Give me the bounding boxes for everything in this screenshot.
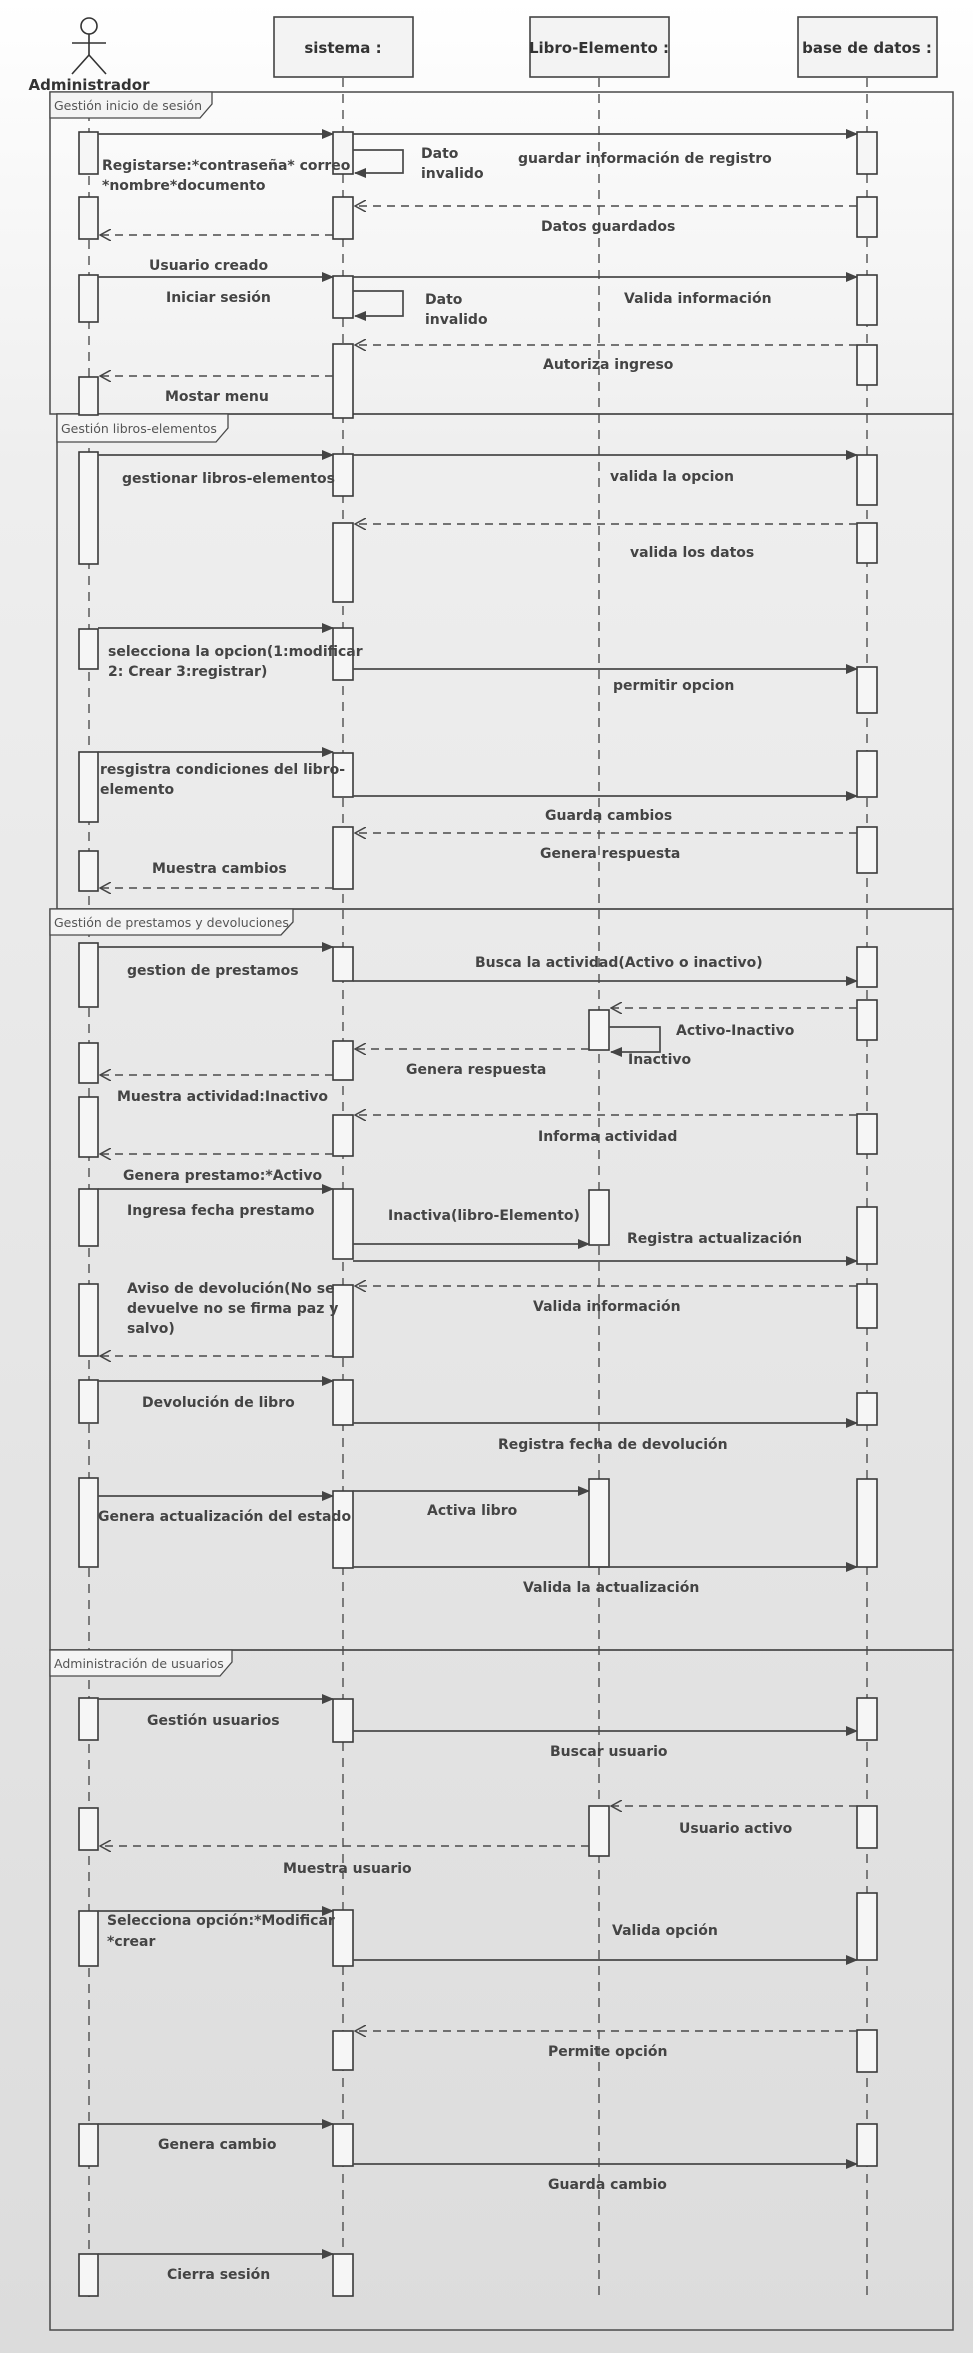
msg-activa-libro: Activa libro xyxy=(427,1503,518,1519)
msg-genera-cambio: Genera cambio xyxy=(158,2137,277,2153)
msg-usuario-activo: Usuario activo xyxy=(679,1821,793,1837)
msg-guarda-cambio: Guarda cambio xyxy=(548,2177,667,2193)
msg-muestra-actividad: Muestra actividad:Inactivo xyxy=(117,1089,328,1105)
msg-datos-guardados: Datos guardados xyxy=(541,219,675,235)
msg-devolucion-libro: Devolución de libro xyxy=(142,1395,295,1411)
participant-bd-box[interactable] xyxy=(797,16,938,78)
msg-selecciona-opcion-usuario: Selecciona opción:*Modificar xyxy=(107,1913,335,1929)
actor-label: Administrador xyxy=(29,76,151,94)
msg-guardar-registro: guardar información de registro xyxy=(518,151,772,167)
msg-valida-informacion-2: Valida información xyxy=(533,1299,681,1315)
msg-registra-condiciones-2: elemento xyxy=(100,782,175,798)
msg-selecciona-opcion-2: 2: Crear 3:registrar) xyxy=(108,664,267,680)
msg-aviso-devolucion-2: devuelve no se firma paz y xyxy=(127,1301,338,1317)
msg-busca-actividad: Busca la actividad(Activo o inactivo) xyxy=(475,955,763,971)
msg-activo-inactivo: Activo-Inactivo xyxy=(676,1023,795,1039)
fragment-inicio-sesion: Gestión inicio de sesión xyxy=(49,91,954,415)
msg-gestionar-libros: gestionar libros-elementos xyxy=(122,471,335,487)
msg-genera-prestamo: Genera prestamo:*Activo xyxy=(123,1168,322,1184)
msg-aviso-devolucion-3: salvo) xyxy=(127,1321,175,1337)
fragment-title: Administración de usuarios xyxy=(54,1656,224,1671)
msg-dato-invalido-2: invalido xyxy=(421,166,484,182)
msg-genera-actualizacion: Genera actualización del estado xyxy=(98,1509,351,1525)
participant-bd-label: base de datos : xyxy=(802,39,932,57)
msg-usuario-creado: Usuario creado xyxy=(149,258,268,274)
msg-genera-respuesta: Genera respuesta xyxy=(540,846,680,862)
msg-cierra-sesion: Cierra sesión xyxy=(167,2267,270,2283)
msg-dato-invalido-b-2: invalido xyxy=(425,312,488,328)
msg-dato-invalido: Dato xyxy=(421,146,459,162)
msg-genera-respuesta-2: Genera respuesta xyxy=(406,1062,546,1078)
msg-registrarse-2: *nombre*documento xyxy=(102,178,266,194)
msg-valida-opcion-2: Valida opción xyxy=(612,1923,718,1939)
fragment-title: Gestión libros-elementos xyxy=(61,421,217,436)
message-arrows xyxy=(98,129,858,2259)
fragment-libros-elementos: Gestión libros-elementos xyxy=(56,413,954,910)
msg-registrarse: Registarse:*contraseña* correo xyxy=(102,158,351,174)
participant-libro-box[interactable] xyxy=(529,16,670,78)
msg-gestion-prestamos: gestion de prestamos xyxy=(127,963,299,979)
msg-guarda-cambios: Guarda cambios xyxy=(545,808,672,824)
msg-valida-actualizacion: Valida la actualización xyxy=(523,1580,699,1596)
msg-registra-fecha: Registra fecha de devolución xyxy=(498,1437,728,1453)
msg-ingresa-fecha: Ingresa fecha prestamo xyxy=(127,1203,315,1219)
msg-mostrar-menu: Mostar menu xyxy=(165,389,269,405)
msg-permitir-opcion: permitir opcion xyxy=(613,678,734,694)
msg-informa-actividad: Informa actividad xyxy=(538,1129,677,1145)
msg-inactivo: Inactivo xyxy=(628,1052,692,1068)
fragment-title: Gestión inicio de sesión xyxy=(54,98,202,113)
msg-muestra-usuario: Muestra usuario xyxy=(283,1861,412,1877)
msg-registra-actualizacion: Registra actualización xyxy=(627,1231,802,1247)
msg-valida-opcion: valida la opcion xyxy=(610,469,734,485)
participant-sistema-label: sistema : xyxy=(304,39,381,57)
msg-selecciona-opcion-usuario-2: *crear xyxy=(107,1934,155,1950)
msg-inactiva-libro: Inactiva(libro-Elemento) xyxy=(388,1208,580,1224)
msg-gestion-usuarios: Gestión usuarios xyxy=(147,1713,280,1729)
msg-permite-opcion: Permite opción xyxy=(548,2044,667,2060)
msg-registra-condiciones: resgistra condiciones del libro- xyxy=(100,762,345,778)
msg-dato-invalido-b: Dato xyxy=(425,292,463,308)
msg-valida-datos: valida los datos xyxy=(630,545,754,561)
fragment-title: Gestión de prestamos y devoluciones xyxy=(54,915,289,930)
msg-buscar-usuario: Buscar usuario xyxy=(550,1744,668,1760)
msg-valida-informacion: Valida información xyxy=(624,291,772,307)
participant-sistema-box[interactable] xyxy=(273,16,414,78)
msg-muestra-cambios: Muestra cambios xyxy=(152,861,287,877)
msg-autoriza-ingreso: Autoriza ingreso xyxy=(543,357,674,373)
message-labels: Registarse:*contraseña* correo *nombre*d… xyxy=(98,146,802,2283)
actor-administrador xyxy=(71,17,107,75)
participant-libro-label: Libro-Elemento : xyxy=(529,39,669,57)
msg-selecciona-opcion: selecciona la opcion(1:modificar xyxy=(108,644,363,660)
msg-aviso-devolucion: Aviso de devolución(No se xyxy=(127,1281,335,1297)
activation-bars xyxy=(78,131,878,2297)
fragment-prestamos-devoluciones: Gestión de prestamos y devoluciones xyxy=(49,908,954,1651)
msg-iniciar-sesion: Iniciar sesión xyxy=(166,290,271,306)
fragment-administracion-usuarios: Administración de usuarios xyxy=(49,1649,954,2331)
